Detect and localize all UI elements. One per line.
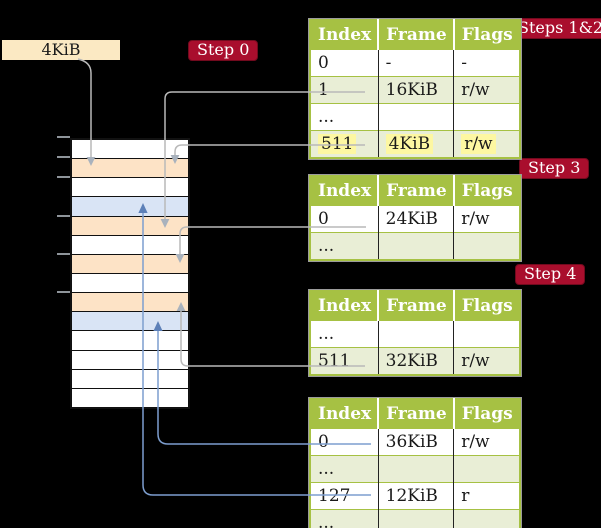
memory-row-free bbox=[72, 140, 188, 160]
page-table-cell: r/w bbox=[453, 347, 520, 375]
column-header-flags: Flags bbox=[453, 291, 520, 321]
page-table-cell: - bbox=[378, 49, 455, 77]
page-table-cell bbox=[378, 320, 455, 348]
page-table-cell bbox=[453, 103, 520, 131]
page-table-cell bbox=[378, 232, 455, 260]
page-table-cell: ... bbox=[310, 455, 379, 483]
page-table-cell bbox=[378, 103, 455, 131]
address-tick bbox=[57, 156, 70, 158]
memory-row-free bbox=[72, 235, 188, 255]
column-header-flags: Flags bbox=[453, 20, 520, 50]
column-header-flags: Flags bbox=[453, 399, 520, 429]
page-table-cell: 0 bbox=[310, 205, 379, 233]
frame-address-box: 4KiB bbox=[2, 40, 120, 60]
column-header-index: Index bbox=[310, 176, 380, 206]
page-table-row: ... bbox=[310, 320, 520, 348]
page-table-cell: 511 bbox=[310, 347, 379, 375]
page-table-cell: ... bbox=[310, 509, 379, 528]
page-table-cell: 12KiB bbox=[378, 482, 455, 510]
page-table-row: ... bbox=[310, 103, 520, 131]
page-table-cell: 511 bbox=[310, 130, 379, 158]
memory-stack bbox=[70, 138, 190, 409]
memory-row-table bbox=[72, 159, 188, 179]
column-header-index: Index bbox=[310, 20, 380, 50]
memory-row-free bbox=[72, 369, 188, 389]
memory-row-table bbox=[72, 254, 188, 274]
highlighted-value: 4KiB bbox=[385, 133, 434, 154]
column-header-frame: Frame bbox=[378, 20, 455, 50]
memory-row-free bbox=[72, 350, 188, 370]
page-table-cell bbox=[453, 232, 520, 260]
column-header-frame: Frame bbox=[378, 399, 455, 429]
page-table-cell: r/w bbox=[453, 76, 520, 104]
page-table-cell: 0 bbox=[310, 428, 379, 456]
memory-row-mapped bbox=[72, 197, 188, 217]
page-table-cell: - bbox=[453, 49, 520, 77]
address-tick bbox=[57, 136, 70, 138]
page-table-cell: r/w bbox=[453, 205, 520, 233]
column-header-index: Index bbox=[310, 399, 380, 429]
highlighted-value: r/w bbox=[461, 133, 496, 154]
page-table-cell bbox=[453, 509, 520, 528]
column-header-frame: Frame bbox=[378, 291, 455, 321]
memory-row-table bbox=[72, 293, 188, 313]
address-tick bbox=[57, 291, 70, 293]
page-table-row: ... bbox=[310, 455, 520, 483]
page-table-cell bbox=[453, 455, 520, 483]
column-header-frame: Frame bbox=[378, 176, 455, 206]
memory-row-free bbox=[72, 178, 188, 198]
address-tick bbox=[57, 176, 70, 178]
page-table-cell: 36KiB bbox=[378, 428, 455, 456]
page-table-cell: 24KiB bbox=[378, 205, 455, 233]
page-table-cell: 4KiB bbox=[378, 130, 455, 158]
page-table-cell: 127 bbox=[310, 482, 379, 510]
badge-steps-1-2: Steps 1&2 bbox=[509, 18, 601, 39]
page-table-cell: ... bbox=[310, 232, 379, 260]
address-tick bbox=[57, 253, 70, 255]
memory-row-mapped bbox=[72, 312, 188, 332]
page-table-cell: r bbox=[453, 482, 520, 510]
memory-row-free bbox=[72, 388, 188, 407]
memory-row-free bbox=[72, 273, 188, 294]
badge-step3: Step 3 bbox=[519, 158, 590, 179]
page-table-cell: r/w bbox=[453, 428, 520, 456]
address-tick bbox=[57, 215, 70, 217]
page-table-cell bbox=[378, 509, 455, 528]
page-table-cell: 0 bbox=[310, 49, 379, 77]
memory-row-table bbox=[72, 216, 188, 236]
page-table-row: 0-- bbox=[310, 49, 520, 77]
page-table-row: 511 4KiB r/w bbox=[310, 130, 520, 158]
memory-row-free bbox=[72, 331, 188, 351]
page-table-cell: r/w bbox=[453, 130, 520, 158]
page-table-cell bbox=[378, 455, 455, 483]
page-table-cell: 1 bbox=[310, 76, 379, 104]
page-table-row: ... bbox=[310, 509, 520, 528]
page-table-cell bbox=[453, 320, 520, 348]
page-table-cell: ... bbox=[310, 320, 379, 348]
badge-step4: Step 4 bbox=[515, 264, 586, 285]
page-table-cell: ... bbox=[310, 103, 379, 131]
highlighted-value: 511 bbox=[318, 133, 357, 154]
page-table-cell: 16KiB bbox=[378, 76, 455, 104]
page-table-row: ... bbox=[310, 232, 520, 260]
column-header-index: Index bbox=[310, 291, 380, 321]
column-header-flags: Flags bbox=[453, 176, 520, 206]
badge-step0: Step 0 bbox=[188, 40, 259, 61]
page-table-cell: 32KiB bbox=[378, 347, 455, 375]
